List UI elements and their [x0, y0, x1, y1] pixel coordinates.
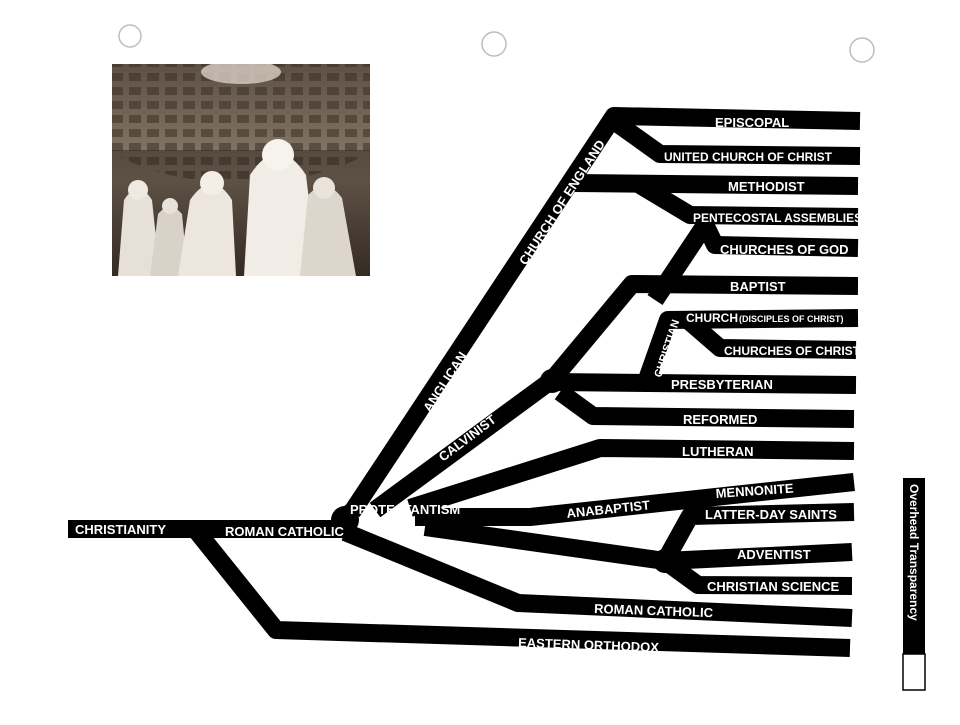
branch-reformed [554, 384, 855, 428]
label-united-church-of-christ: UNITED CHURCH OF CHRIST [664, 150, 833, 164]
side-tab-label: Overhead Transparency [907, 484, 921, 621]
node-church-of-england [608, 108, 628, 128]
label-protestantism: PROTESTANTISM [350, 502, 460, 517]
label-churches-of-christ: CHURCHES OF CHRIST [724, 344, 861, 358]
label-reformed: REFORMED [683, 412, 757, 427]
label-eastern-orthodox: EASTERN ORTHODOX [518, 635, 660, 655]
branch-presbyterian [551, 373, 857, 394]
label-church: CHURCH [686, 311, 738, 325]
node-anabaptist-split [653, 549, 677, 573]
node-calvinist [540, 369, 564, 393]
branch-churches-of-christ [684, 315, 857, 359]
label-lutheran: LUTHERAN [682, 444, 754, 459]
photo-icon [112, 64, 370, 276]
branch-eastern-orthodox [187, 523, 851, 657]
binder-hole-center [481, 31, 507, 57]
label-roman-catholic: ROMAN CATHOLIC [594, 601, 714, 620]
label-presbyterian: PRESBYTERIAN [671, 377, 773, 392]
label-methodist: METHODIST [728, 179, 805, 194]
label-christian-science: CHRISTIAN SCIENCE [707, 579, 840, 594]
branch-roman-catholic [341, 523, 853, 627]
branch-calvinist [369, 372, 558, 518]
branch-united-church-of-christ [612, 116, 861, 165]
label-latter-day-saints: LATTER-DAY SAINTS [705, 507, 837, 522]
branch-lutheran [407, 439, 855, 517]
branch-latter-day-saints [657, 503, 855, 566]
branch-pentecostal [635, 177, 859, 226]
label-mennonite: MENNONITE [715, 481, 794, 501]
label-churches-of-god: CHURCHES OF GOD [720, 242, 849, 257]
binder-hole-right [849, 37, 875, 63]
label-episcopal: EPISCOPAL [715, 115, 789, 130]
label-adventist: ADVENTIST [737, 547, 811, 562]
label-disciples-of-christ: (DISCIPLES OF CHRIST) [739, 314, 844, 324]
label-baptist: BAPTIST [730, 279, 786, 294]
side-tab-band [903, 478, 925, 654]
branch-christian-science [659, 553, 853, 595]
overhead-transparency-tab: Overhead Transparency [902, 478, 926, 691]
label-calvinist: CALVINIST [436, 412, 499, 465]
branch-methodist [574, 174, 859, 195]
side-tab-blank [902, 653, 926, 691]
node-protestantism [331, 506, 359, 534]
binder-hole-left [118, 24, 142, 48]
branch-christian [636, 309, 859, 389]
branch-anabaptist [415, 473, 855, 526]
label-christianity: CHRISTIANITY [75, 522, 166, 537]
branch-baptist [545, 275, 859, 386]
label-roman-catholic-trunk: ROMAN CATHOLIC [225, 524, 345, 539]
binder-holes [118, 24, 875, 63]
branch-nodes [331, 108, 677, 573]
label-pentecostal-assemblies: PENTECOSTAL ASSEMBLIES [693, 211, 862, 225]
label-church-of-england: CHURCH OF ENGLAND [516, 137, 608, 268]
